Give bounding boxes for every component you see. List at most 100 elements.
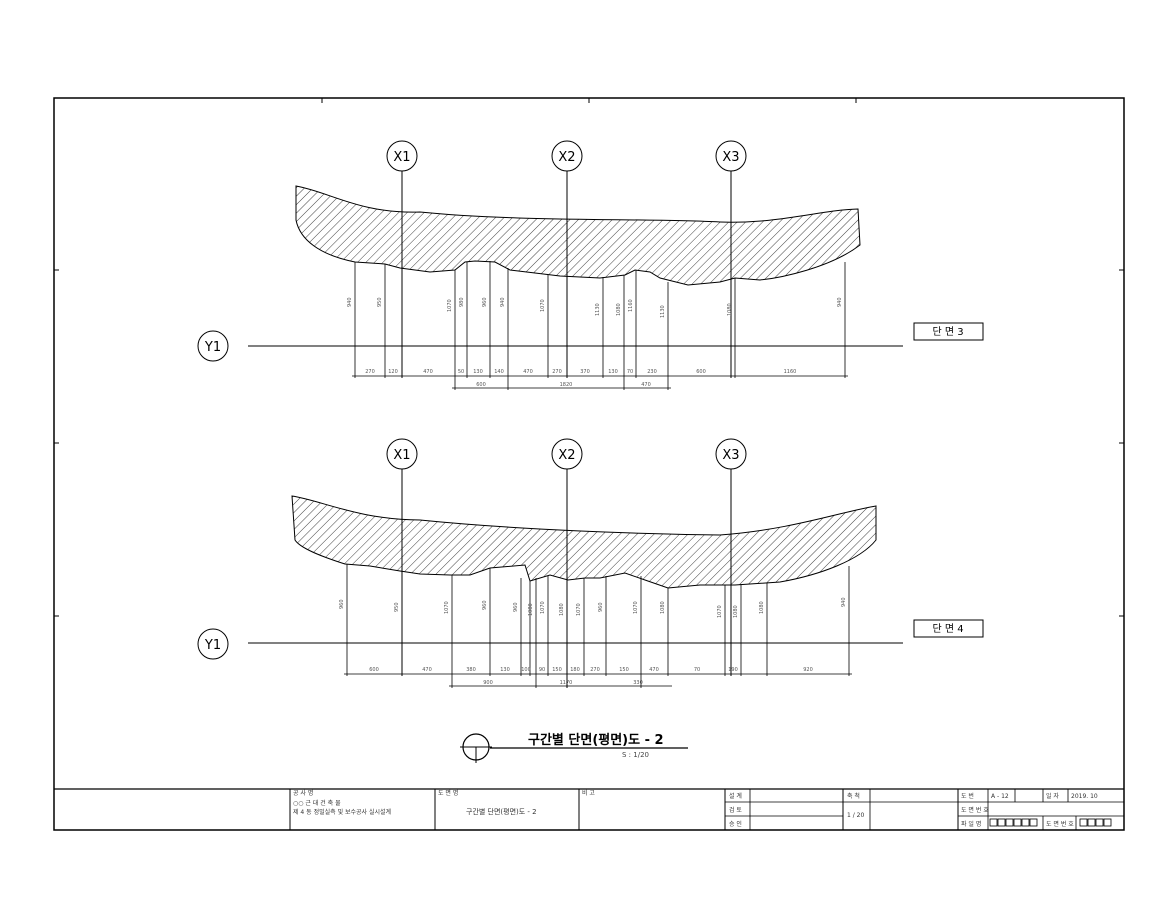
grid-lines (248, 469, 903, 688)
svg-text:X3: X3 (722, 150, 739, 165)
dim-lines (352, 375, 848, 389)
svg-text:X2: X2 (558, 150, 575, 165)
svg-text:단 면 4: 단 면 4 (932, 623, 963, 635)
measure-verticals (346, 564, 850, 688)
svg-text:검 토: 검 토 (729, 807, 742, 814)
svg-text:1070: 1070 (540, 601, 546, 614)
svg-text:1130: 1130 (595, 303, 601, 316)
svg-text:비 고: 비 고 (582, 789, 595, 797)
sheet-border (53, 97, 1125, 831)
svg-text:470: 470 (641, 382, 651, 388)
svg-text:X1: X1 (393, 448, 410, 463)
svg-text:구간별 단면(평면)도 - 2: 구간별 단면(평면)도 - 2 (466, 807, 537, 816)
svg-text:940: 940 (841, 597, 847, 607)
svg-text:Y1: Y1 (204, 638, 221, 653)
svg-text:960: 960 (339, 599, 345, 609)
svg-text:도 면 번 호: 도 면 번 호 (1046, 820, 1074, 828)
svg-text:150: 150 (552, 667, 562, 673)
svg-text:270: 270 (590, 667, 600, 673)
svg-text:축 척: 축 척 (847, 792, 860, 800)
svg-text:1170: 1170 (560, 680, 573, 686)
svg-text:A - 12: A - 12 (991, 793, 1009, 800)
svg-text:130: 130 (473, 369, 483, 375)
section-3: X1 X2 X3 Y1 (197, 140, 984, 390)
axis-bubble-x3: X3 (715, 140, 747, 172)
svg-text:470: 470 (423, 369, 433, 375)
axis-bubble-x1: X1 (386, 438, 418, 470)
axis-bubble-x2: X2 (551, 140, 583, 172)
axis-bubble-x3: X3 (715, 438, 747, 470)
svg-text:140: 140 (494, 369, 504, 375)
svg-text:1160: 1160 (784, 369, 797, 375)
svg-text:600: 600 (369, 667, 379, 673)
grid-lines (248, 171, 903, 378)
svg-text:230: 230 (647, 369, 657, 375)
svg-text:960: 960 (513, 602, 519, 612)
svg-text:600: 600 (476, 382, 486, 388)
svg-text:470: 470 (649, 667, 659, 673)
svg-text:330: 330 (633, 680, 643, 686)
svg-text:150: 150 (619, 667, 629, 673)
axis-bubble-x2: X2 (551, 438, 583, 470)
svg-text:950: 950 (394, 602, 400, 612)
svg-text:1080: 1080 (759, 601, 765, 614)
svg-text:100: 100 (521, 667, 531, 673)
svg-text:1 / 20: 1 / 20 (847, 812, 864, 819)
svg-text:960: 960 (482, 600, 488, 610)
section-4-tag: 단 면 4 (913, 619, 984, 638)
vertical-dim-labels: 940 950 1070 980 960 940 1070 1130 1080 … (347, 297, 843, 318)
svg-text:X1: X1 (393, 150, 410, 165)
dim-lines (344, 673, 852, 687)
svg-text:120: 120 (388, 369, 398, 375)
drawing-title: 구간별 단면(평면)도 - 2 (528, 732, 664, 748)
svg-text:90: 90 (539, 667, 545, 673)
svg-text:960: 960 (482, 297, 488, 307)
svg-text:X3: X3 (722, 448, 739, 463)
svg-text:1070: 1070 (576, 603, 582, 616)
svg-text:1080: 1080 (733, 605, 739, 618)
svg-text:70: 70 (627, 369, 633, 375)
svg-text:940: 940 (500, 297, 506, 307)
svg-text:190: 190 (728, 667, 738, 673)
section-3-tag: 단 면 3 (913, 322, 984, 341)
drawing-scale: S : 1/20 (622, 751, 649, 759)
svg-text:50: 50 (458, 369, 464, 375)
dim-row-1: 600 470 380 130 100 90 150 180 270 150 4… (369, 667, 813, 673)
svg-text:470: 470 (422, 667, 432, 673)
svg-text:130: 130 (608, 369, 618, 375)
svg-text:1080: 1080 (727, 303, 733, 316)
axis-bubble-x1: X1 (386, 140, 418, 172)
vertical-dim-labels: 960 950 1070 960 960 1080 1070 1080 1070… (339, 597, 847, 618)
axis-bubble-y1: Y1 (197, 330, 229, 362)
section-3-hatched-ceiling (295, 185, 861, 286)
svg-text:980: 980 (459, 297, 465, 307)
dim-row-2: 900 1170 330 (483, 680, 643, 686)
svg-text:파 일 명: 파 일 명 (961, 820, 981, 828)
svg-text:1080: 1080 (559, 603, 565, 616)
svg-text:1070: 1070 (540, 299, 546, 312)
svg-text:○○ 근 대 건 축 물: ○○ 근 대 건 축 물 (293, 799, 341, 807)
svg-text:2019. 10: 2019. 10 (1071, 793, 1098, 800)
svg-text:설 계: 설 계 (729, 792, 742, 800)
svg-text:130: 130 (500, 667, 510, 673)
svg-text:940: 940 (837, 297, 843, 307)
svg-text:1160: 1160 (628, 299, 634, 312)
border-ticks (54, 98, 1124, 617)
title-block-code-boxes (989, 818, 1112, 827)
svg-text:단 면 3: 단 면 3 (932, 326, 963, 338)
dim-row-2: 600 1820 470 (476, 382, 651, 388)
svg-text:270: 270 (552, 369, 562, 375)
svg-text:1080: 1080 (528, 603, 534, 616)
svg-text:X2: X2 (558, 448, 575, 463)
svg-text:470: 470 (523, 369, 533, 375)
svg-text:Y1: Y1 (204, 340, 221, 355)
svg-text:도 면 번 호: 도 면 번 호 (961, 806, 989, 814)
title-block-text: 공 사 명 ○○ 근 대 건 축 물 제 4 동 정밀실측 및 보수공사 실시설… (293, 789, 1098, 828)
drawing-title-block: 구간별 단면(평면)도 - 2 S : 1/20 (460, 732, 688, 763)
section-4: X1 X2 X3 Y1 (197, 438, 984, 688)
dim-row-1: 270 120 470 50 130 140 470 270 370 130 7… (365, 369, 796, 375)
svg-text:승 인: 승 인 (729, 821, 742, 828)
svg-text:제 4 동 정밀실측 및 보수공사 실시설계: 제 4 동 정밀실측 및 보수공사 실시설계 (293, 808, 391, 816)
svg-text:1080: 1080 (660, 601, 666, 614)
